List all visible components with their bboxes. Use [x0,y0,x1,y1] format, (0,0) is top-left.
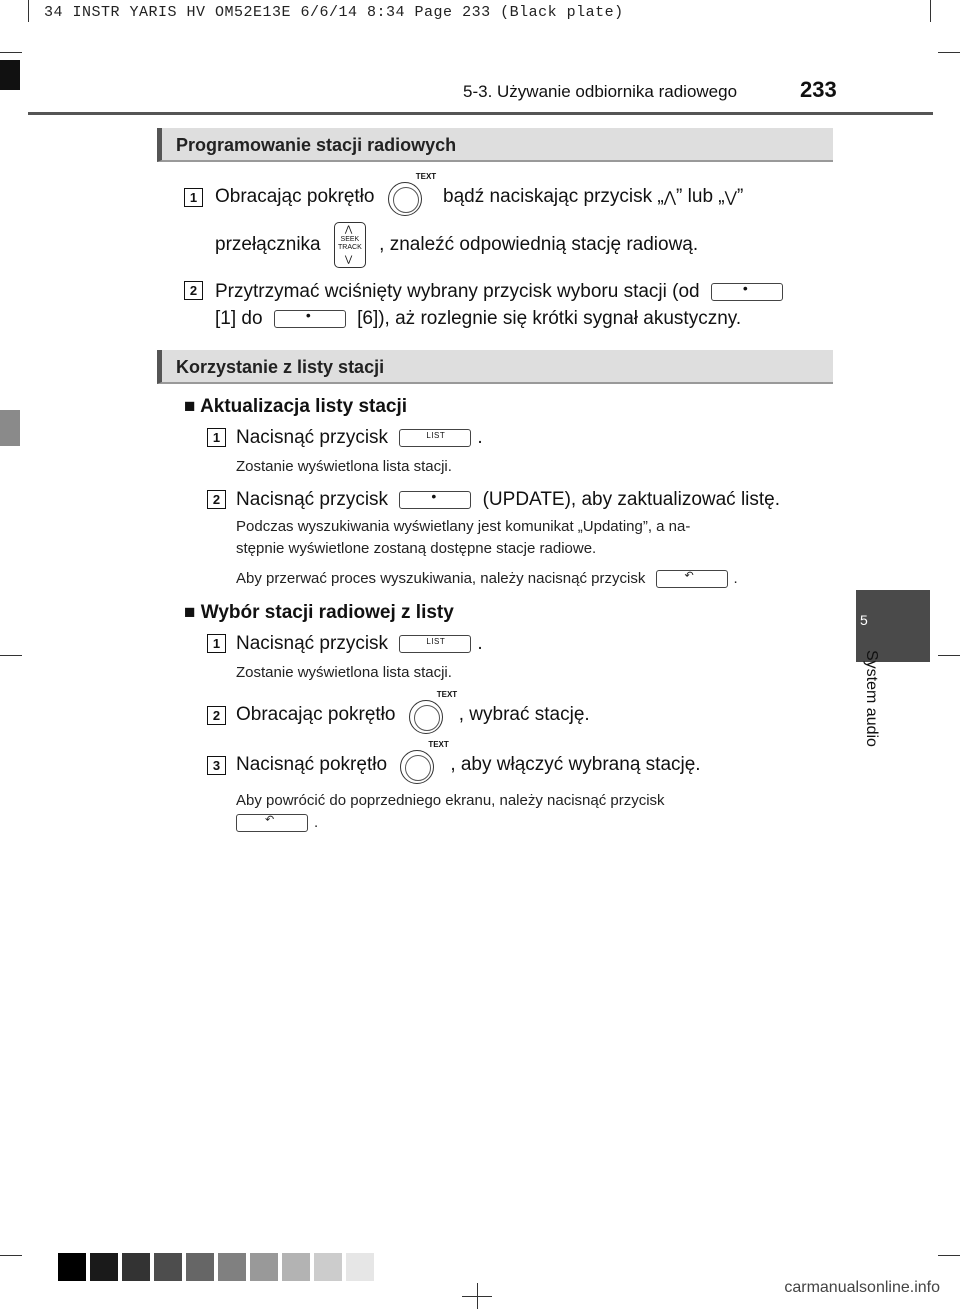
color-swatch [218,1253,246,1281]
crop-mark [0,52,22,53]
step-text: Obracając pokrętło TEXT, wybrać stację. [236,690,590,736]
color-swatch [154,1253,182,1281]
step-number: 1 [207,634,226,653]
preset-button-icon [710,280,783,301]
tune-knob-icon: TEXT [408,690,457,736]
crop-mark [938,655,960,656]
header-rule [28,112,933,115]
page-number: 233 [800,77,837,102]
note: stępnie wyświetlone zostaną dostępne sta… [236,540,597,557]
section-title: Programowanie stacji radiowych [176,135,457,155]
corner-block [0,60,20,90]
side-marker [0,410,20,446]
step-number: 2 [207,706,226,725]
list-button-icon: LIST [399,428,472,447]
step-text: Nacisnąć przycisk LIST. [236,427,483,448]
tune-knob-icon: TEXT [400,740,449,786]
color-swatch [58,1253,86,1281]
color-swatch [122,1253,150,1281]
step-text: [1] do [6]), aż rozlegnie się krótki syg… [215,307,741,330]
chapter-label: System audio [863,650,880,747]
step-number: 1 [184,188,203,207]
crop-mark [28,0,29,22]
step-text: Nacisnąć przycisk (UPDATE), aby zaktuali… [236,488,780,511]
chevron-up-icon: ⋀ [663,189,677,207]
watermark: carmanualsonline.info [784,1279,940,1296]
step-number: 2 [207,490,226,509]
color-swatch [282,1253,310,1281]
note: Podczas wyszukiwania wyświetlany jest ko… [236,518,691,535]
chevron-down-icon: ⋁ [724,189,737,207]
preset-button-icon [273,307,346,328]
color-swatch [186,1253,214,1281]
chapter-tab [856,590,930,662]
back-button-icon: ↶ [655,570,728,589]
color-swatch [250,1253,278,1281]
step-text: Nacisnąć przycisk LIST. [236,633,483,654]
step-text: Nacisnąć pokrętło TEXT, aby włączyć wybr… [236,740,701,786]
crop-mark [0,1255,22,1256]
step-text: Obracając pokrętło TEXT bądź naciskając … [215,172,743,218]
update-button-icon [399,488,472,509]
note: Aby powrócić do poprzedniego ekranu, nal… [236,792,665,809]
section-bar-programming: Programowanie stacji radiowych [157,128,833,162]
crop-mark [0,655,22,656]
step-number: 2 [184,281,203,300]
section-header: 5-3. Używanie odbiornika radiowego [463,82,738,101]
note: Aby przerwać proces wyszukiwania, należy… [236,570,738,589]
chapter-number: 5 [860,612,868,628]
tune-knob-icon: TEXT [387,172,436,218]
section-bar-station-list: Korzystanie z listy stacji [157,350,833,384]
color-swatch [90,1253,118,1281]
back-button-icon: ↶ [236,814,308,833]
note: Zostanie wyświetlona lista stacji. [236,664,452,681]
subheading: ■ Wybór stacji radiowej z listy [184,602,454,623]
registration-mark [477,1283,478,1309]
print-slug: 34 INSTR YARIS HV OM52E13E 6/6/14 8:34 P… [44,4,624,21]
note: ↶. [236,814,318,833]
note: Zostanie wyświetlona lista stacji. [236,458,452,475]
crop-mark [938,1255,960,1256]
section-title: Korzystanie z listy stacji [176,357,385,377]
color-swatch [346,1253,374,1281]
step-number: 1 [207,428,226,447]
list-button-icon: LIST [399,634,472,653]
color-swatch [314,1253,342,1281]
step-text: Przytrzymać wciśnięty wybrany przycisk w… [215,280,789,303]
step-number: 3 [207,756,226,775]
crop-mark [938,52,960,53]
crop-mark [930,0,931,22]
subheading: ■ Aktualizacja listy stacji [184,396,408,417]
